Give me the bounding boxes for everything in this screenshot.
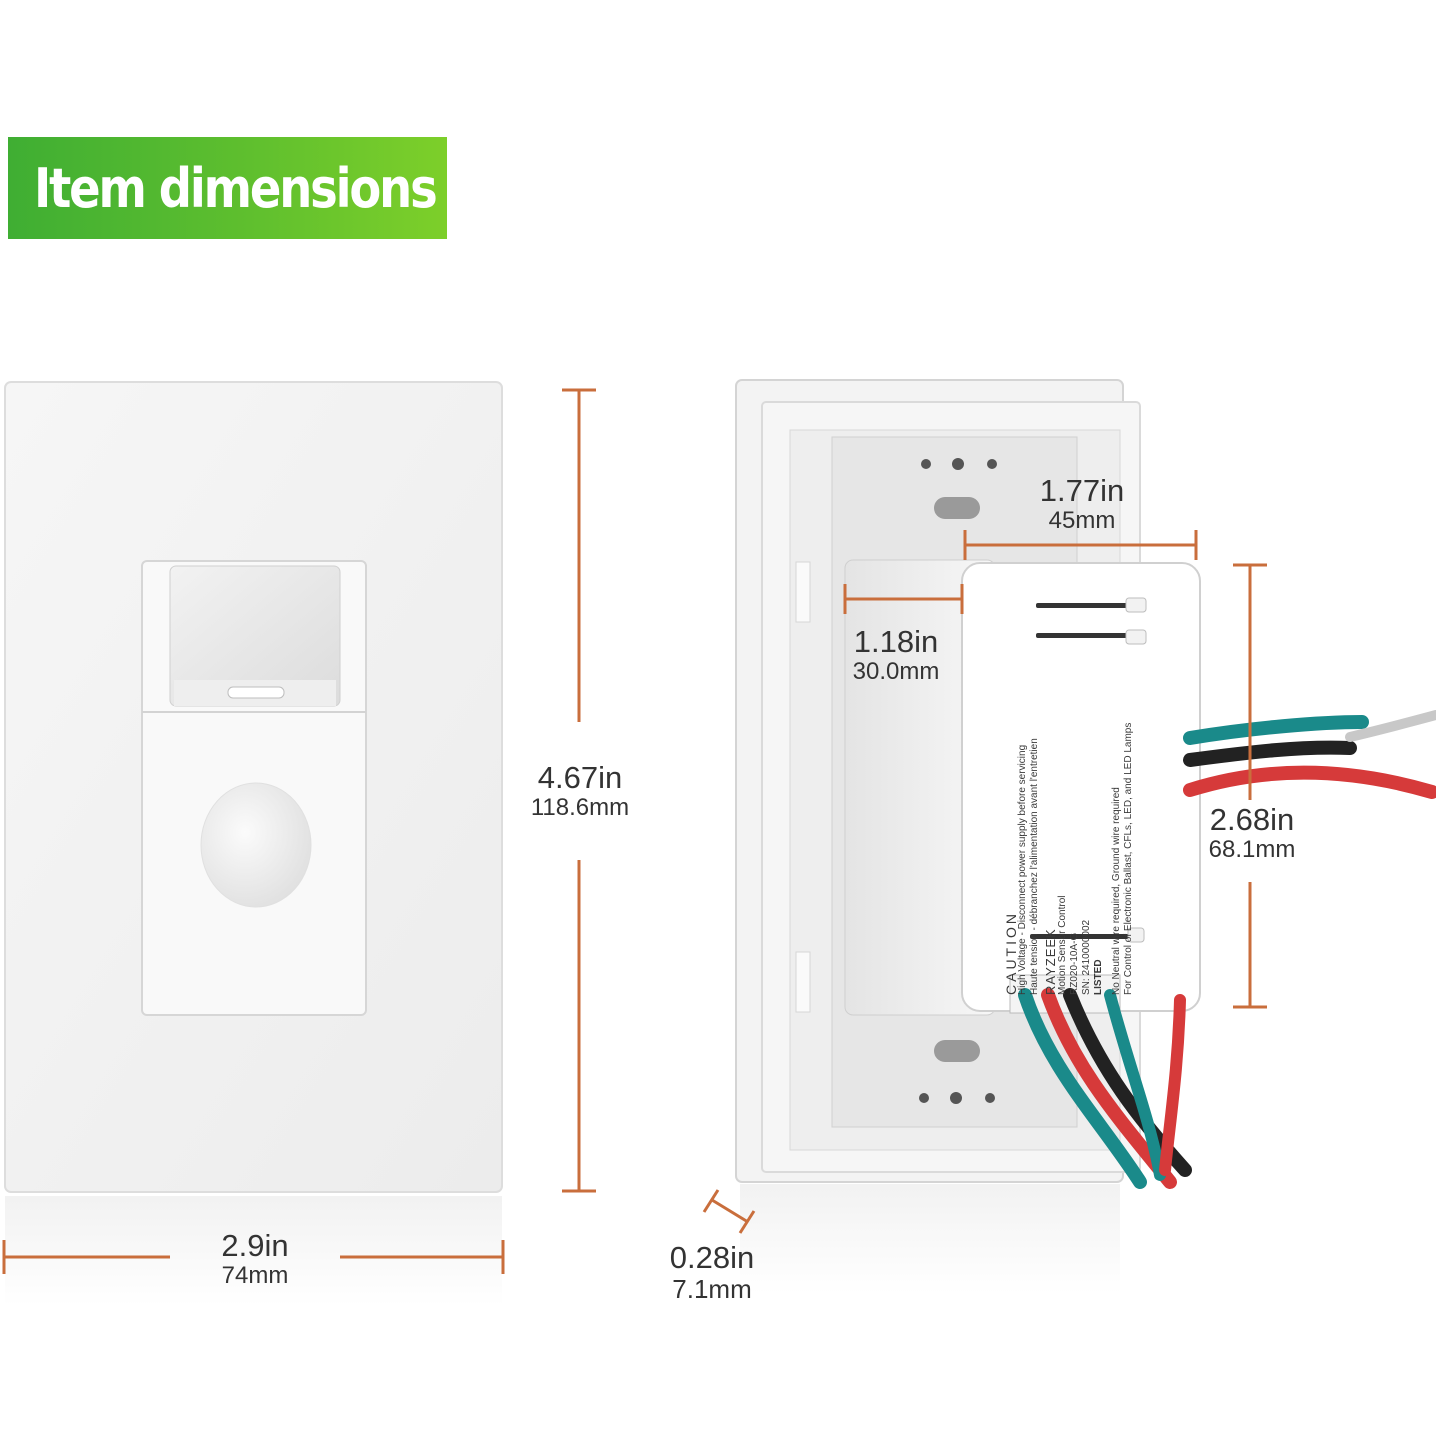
label-warning-en: High Voltage - Disconnect power supply b… xyxy=(1017,744,1028,995)
body-height-inches: 2.68in xyxy=(1209,802,1295,837)
height-inches: 4.67in xyxy=(537,760,623,795)
sensor-switch xyxy=(141,560,367,1016)
width-dimension: 2.9in 74mm xyxy=(195,1230,315,1288)
label-model: RZ020-10A-G xyxy=(1069,932,1080,995)
label-model-line: Motion Sensor Control xyxy=(1057,895,1068,996)
label-serial: SN: 2410000002 xyxy=(1081,919,1092,995)
plate-depth-mm: 7.1mm xyxy=(672,1274,752,1304)
label-listing: LISTED xyxy=(1093,959,1104,995)
front-wall-plate xyxy=(4,381,503,1306)
width-inches: 2.9in xyxy=(221,1228,289,1263)
banner-title: Item dimensions xyxy=(34,157,438,220)
body-depth-dimension: 1.18in 30.0mm xyxy=(836,626,956,684)
body-height-mm: 68.1mm xyxy=(1208,836,1296,863)
plate-depth-inches: 0.28in xyxy=(669,1240,755,1275)
label-note-lamps: For Control of Electronic Ballast, CFLs,… xyxy=(1123,722,1134,995)
plate-depth-dimension: 0.28in 7.1mm xyxy=(652,1242,772,1302)
body-width-inches: 1.77in xyxy=(1039,473,1125,508)
label-caution: CAUTION xyxy=(1003,911,1019,995)
body-depth-mm: 30.0mm xyxy=(852,658,940,685)
title-banner: Item dimensions xyxy=(8,137,447,239)
label-warning-fr: Haute tension - débranchez l'alimentatio… xyxy=(1029,738,1040,995)
rear-view-device xyxy=(735,379,1436,1294)
body-width-mm: 45mm xyxy=(1048,507,1116,534)
dimension-lines xyxy=(2,388,1267,1274)
height-mm: 118.6mm xyxy=(530,794,630,821)
label-brand: RAYZEEK xyxy=(1043,928,1058,995)
height-dimension: 4.67in 118.6mm xyxy=(520,762,640,820)
label-note-neutral: No Neutral wire required, Ground wire re… xyxy=(1111,787,1122,995)
body-height-dimension: 2.68in 68.1mm xyxy=(1192,804,1312,862)
body-width-dimension: 1.77in 45mm xyxy=(1022,475,1142,533)
body-depth-inches: 1.18in xyxy=(853,624,939,659)
width-mm: 74mm xyxy=(221,1262,289,1289)
vent-slots xyxy=(1030,603,1132,939)
